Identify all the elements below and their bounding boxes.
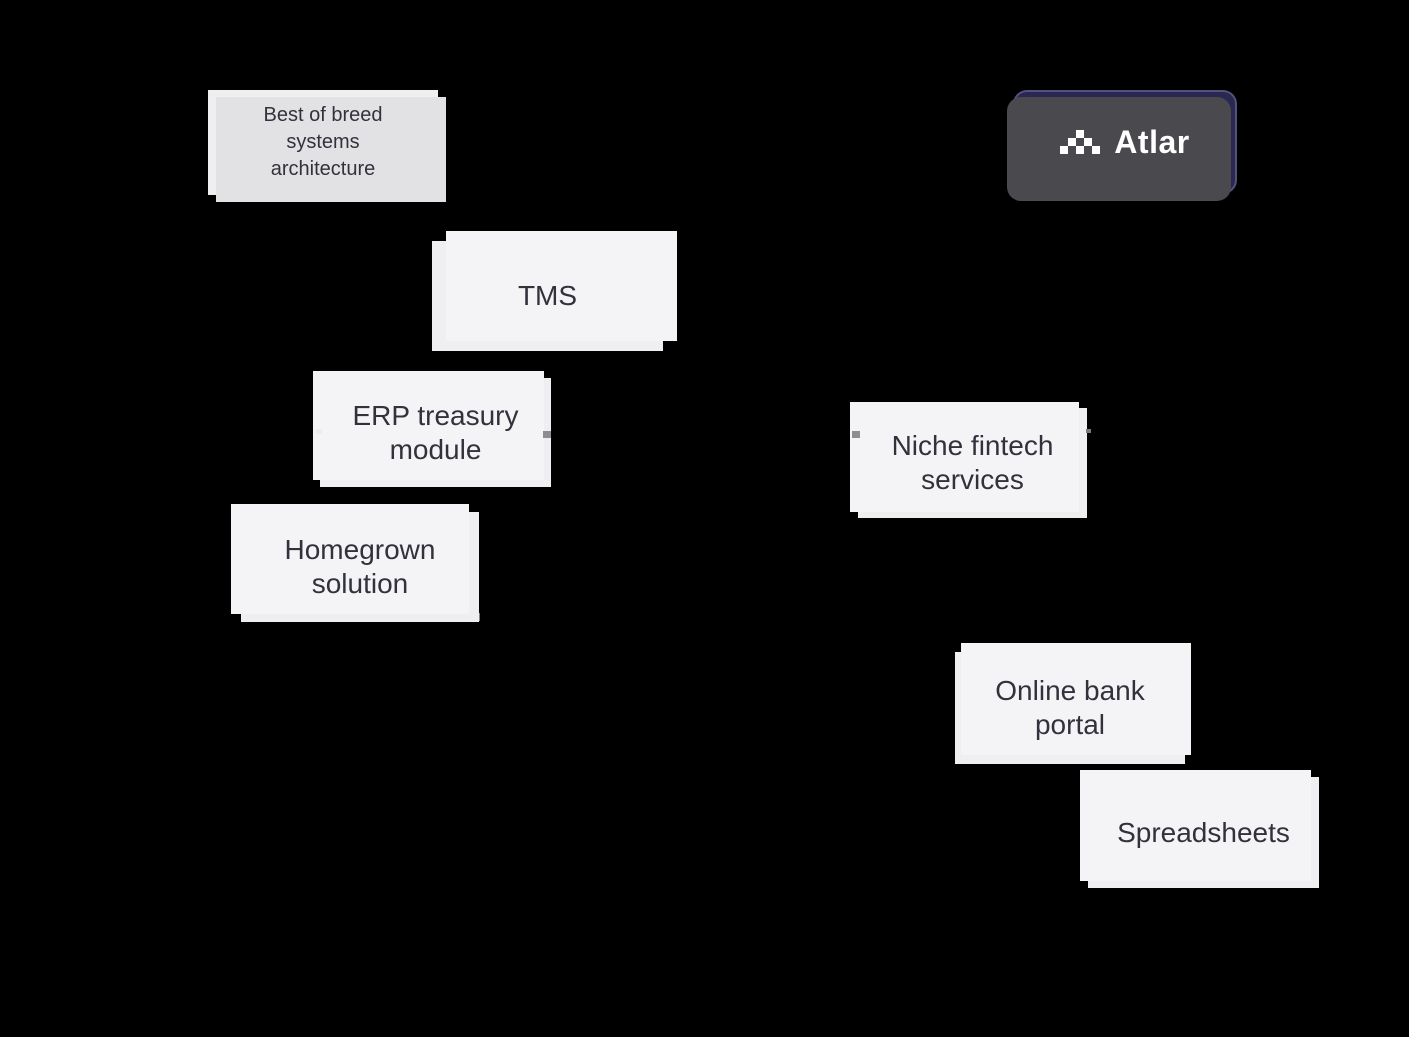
node-homegrown-solution-label: Homegrown solution: [284, 534, 436, 599]
atlar-wordmark: Atlar: [1114, 123, 1190, 160]
connector-stub-erp-left: [316, 429, 322, 434]
node-niche-fintech-services: Niche fintech services: [858, 408, 1087, 518]
connector-stub-niche-left: [852, 431, 860, 438]
node-online-bank-portal-label: Online bank portal: [995, 675, 1145, 740]
atlar-logo-icon: [1060, 130, 1101, 154]
connector-stub-erp-right: [543, 431, 551, 438]
node-tms-label: TMS: [517, 280, 578, 311]
node-atlar-brand: Atlar: [1013, 90, 1237, 194]
node-niche-fintech-services-label: Niche fintech services: [891, 430, 1054, 495]
connector-stub-niche-right: [1086, 429, 1091, 433]
node-spreadsheets: Spreadsheets: [1088, 777, 1319, 888]
node-spreadsheets-label: Spreadsheets: [1117, 816, 1290, 848]
node-best-of-breed-label: Best of breed systems architecture: [263, 104, 383, 180]
node-tms: TMS: [432, 241, 663, 351]
node-homegrown-solution: Homegrown solution: [241, 512, 479, 622]
node-best-of-breed: Best of breed systems architecture: [208, 90, 438, 195]
node-erp-treasury-module: ERP treasury module: [320, 378, 551, 487]
node-online-bank-portal: Online bank portal: [955, 652, 1185, 764]
node-erp-treasury-module-label: ERP treasury module: [352, 399, 519, 465]
